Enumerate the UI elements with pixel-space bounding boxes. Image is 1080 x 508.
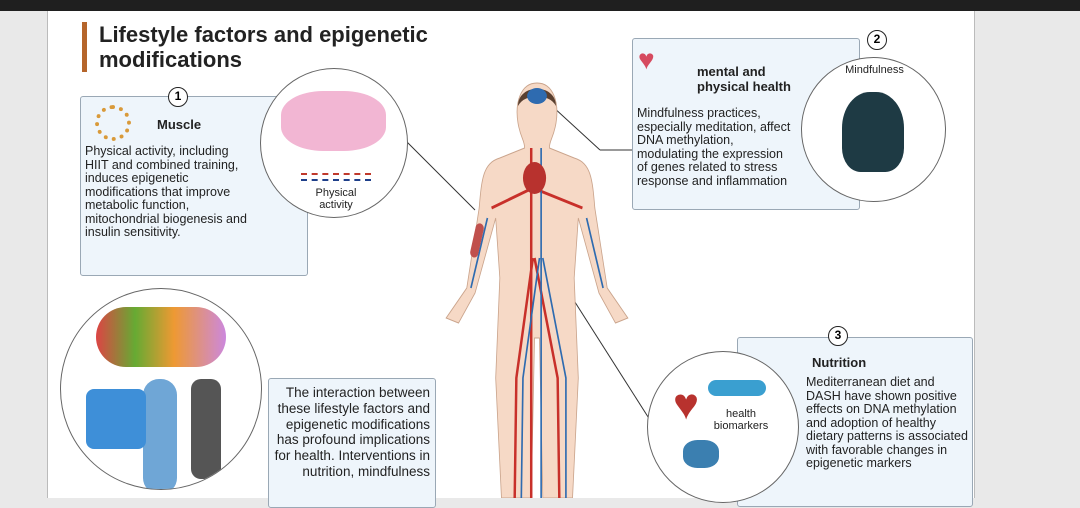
human-body-illustration [445, 82, 629, 498]
mental-health-heading: mental and physical health [697, 64, 791, 94]
arm-muscle [470, 223, 484, 258]
summary-text: The interaction between these lifestyle … [274, 385, 430, 479]
brain [527, 88, 547, 104]
brain-heart-icon: ♥ [638, 44, 655, 75]
nutrition-box: Mediterranean diet and DASH have shown p… [737, 337, 973, 507]
physical-activity-circle: Physical activity [260, 68, 408, 218]
dna-icon [301, 173, 371, 181]
meditation-person-icon [86, 389, 146, 449]
top-bar [0, 0, 1080, 11]
step-2-badge: 2 [867, 30, 887, 50]
hair [518, 88, 556, 106]
muscle-heading: Muscle [157, 117, 202, 132]
health-biomarkers-label: health biomarkers [713, 408, 769, 432]
mindfulness-label: Mindfulness [845, 64, 904, 76]
exercise-person-icon [191, 379, 221, 479]
step-3-badge: 3 [828, 326, 848, 346]
mitochondria-icon [95, 105, 131, 141]
nutrition-heading: Nutrition [812, 355, 867, 370]
muscle-tissue-image [281, 91, 386, 151]
body-silhouette [445, 82, 629, 498]
heart-icon: ♥ [673, 380, 700, 429]
food-image [96, 307, 226, 367]
mindfulness-circle: Mindfulness [801, 57, 946, 202]
heart [522, 162, 547, 194]
lifestyle-circle [60, 288, 262, 490]
lotus-brain-icon [842, 92, 904, 172]
chromosome-icon [143, 379, 177, 489]
step-1-badge: 1 [168, 87, 188, 107]
nutrition-text: Mediterranean diet and DASH have shown p… [806, 375, 968, 470]
dna-coil-icon [708, 380, 766, 396]
veins [470, 148, 604, 498]
health-biomarkers-circle: ♥ health biomarkers [647, 351, 799, 503]
lungs-icon [683, 440, 719, 468]
mindfulness-text: Mindfulness practices, especially medita… [637, 106, 791, 188]
page-title: Lifestyle factors and epigenetic modific… [82, 22, 442, 72]
physical-activity-label: Physical activity [315, 187, 357, 211]
summary-box: The interaction between these lifestyle … [268, 378, 436, 508]
muscle-text: Physical activity, including HIIT and co… [85, 144, 247, 239]
